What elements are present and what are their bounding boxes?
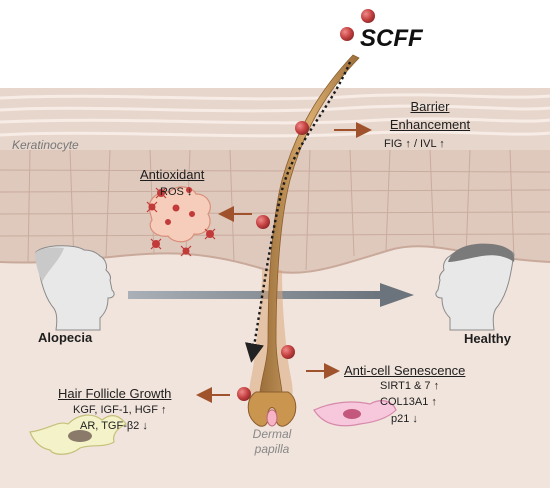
- stratum-corneum: [0, 88, 550, 152]
- arrow-icon: [128, 283, 414, 307]
- barrier-detail: FIG ↑ / IVL ↑: [384, 138, 445, 150]
- keratinocyte-label: Keratinocyte: [12, 138, 79, 152]
- head-profile-icon: [435, 243, 515, 331]
- dermal-papilla-line1: Dermal: [252, 427, 292, 441]
- antioxidant-detail: ROS ↓: [160, 186, 193, 198]
- state-alopecia: Alopecia: [38, 330, 93, 345]
- senescent-cell-icon: [313, 400, 397, 427]
- senescence-title: Anti-cell Senescence: [344, 363, 466, 378]
- barrier-title: Barrier Enhancement: [372, 98, 488, 134]
- barrier-title-line1: Barrier: [410, 99, 450, 114]
- ros-cell-icon: [146, 186, 216, 257]
- scff-particle-icon: [295, 121, 309, 135]
- senescence-detail-1: SIRT1 & 7 ↑: [380, 380, 440, 392]
- scff-particle-icon: [361, 9, 375, 23]
- scff-particle-icon: [281, 345, 295, 359]
- penetration-path: [244, 61, 352, 363]
- dermal-papilla-label: Dermal papilla: [232, 427, 312, 457]
- dermal-papilla-line2: papilla: [254, 442, 290, 456]
- state-healthy: Healthy: [464, 331, 511, 346]
- epidermis-layer: [0, 150, 550, 273]
- page-title: SCFF: [360, 25, 423, 52]
- growth-title: Hair Follicle Growth: [58, 386, 172, 401]
- senescence-detail-2: COL13A1 ↑: [380, 396, 437, 408]
- head-profile-icon: [35, 245, 115, 331]
- dermal-papilla-icon: [266, 409, 278, 427]
- growth-detail-1: KGF, IGF-1, HGF ↑: [73, 404, 167, 416]
- hair-bulb: [247, 391, 297, 427]
- senescence-detail-3: p21 ↓: [391, 413, 418, 425]
- antioxidant-title: Antioxidant: [140, 167, 205, 182]
- barrier-title-line2: Enhancement: [389, 117, 471, 132]
- scff-particle-icon: [340, 27, 354, 41]
- fibroblast-cell-icon: [29, 414, 127, 455]
- scff-particle-icon: [256, 215, 270, 229]
- scff-particle-icon: [237, 387, 251, 401]
- growth-detail-2: AR, TGF-β2 ↓: [80, 420, 148, 432]
